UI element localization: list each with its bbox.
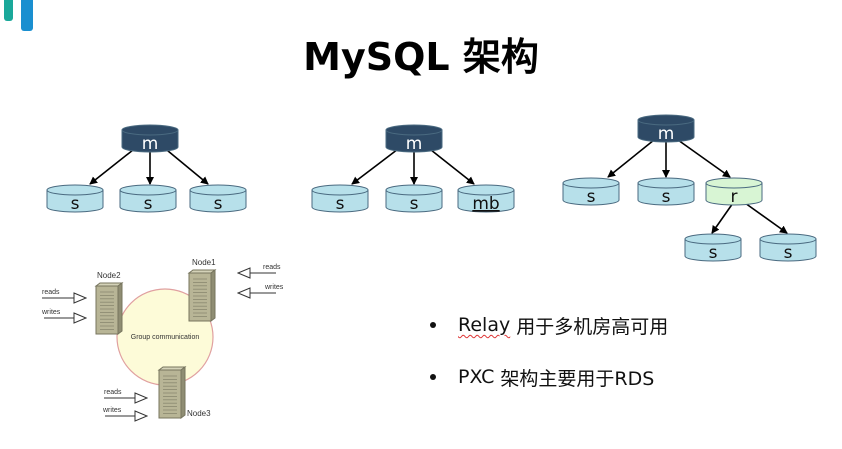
master-node-label: m [406, 134, 423, 154]
slave-node-label: s [144, 194, 153, 214]
replication-arrow [161, 145, 209, 185]
bullet-text: 架构主要用于RDS [494, 367, 655, 390]
master-node: m [385, 124, 443, 154]
relay-node: r [705, 177, 763, 207]
replication-arrow [744, 202, 788, 234]
master-node: m [637, 114, 695, 144]
writes-label: writes [264, 284, 284, 291]
slave-node-label: s [784, 243, 793, 263]
slave-node: s [46, 184, 104, 214]
slave-node: s [637, 177, 695, 207]
bullet-list: Relay 用于多机房高可用 PXC 架构主要用于RDS [430, 312, 668, 416]
server-icon [94, 282, 124, 335]
slave-node-label: s [336, 194, 345, 214]
slave-node-label: s [410, 194, 419, 214]
writes-label: writes [41, 309, 61, 316]
master-node-label: m [142, 134, 159, 154]
node3-label: Node3 [187, 409, 211, 418]
bullet-prefix: PXC [458, 366, 495, 388]
slave-node: s [311, 184, 369, 214]
slave-node-label: s [709, 243, 718, 263]
node1-label: Node1 [192, 258, 216, 267]
slave-node: s [684, 233, 742, 263]
master-node-label: m [658, 124, 675, 144]
slave-node-label: s [71, 194, 80, 214]
replication-arrow [607, 139, 655, 178]
slave-node-label: s [587, 187, 596, 207]
reads-label: reads [263, 264, 281, 271]
bullet-dot [430, 374, 436, 380]
bullet-text: 用于多机房高可用 [510, 315, 669, 338]
slave-node-label: s [662, 187, 671, 207]
master-node: m [121, 124, 179, 154]
slave-node: s [385, 184, 443, 214]
server-icon [187, 269, 217, 322]
bullet-item: Relay 用于多机房高可用 [430, 312, 668, 338]
bullet-prefix: Relay [458, 314, 511, 336]
node2-label: Node2 [97, 271, 121, 280]
group-replication-diagram: Group communication Node2 Node1 Node3 re… [41, 258, 284, 418]
reads-label: reads [42, 289, 60, 296]
bullet-item: PXC 架构主要用于RDS [430, 364, 668, 390]
reads-label: reads [104, 389, 122, 396]
replication-arrow [351, 145, 403, 185]
slave-node: s [119, 184, 177, 214]
page-title: MySQL 架构 [303, 35, 539, 79]
slave-node: s [189, 184, 247, 214]
replication-arrow [711, 202, 734, 234]
replication-arrow [677, 139, 731, 178]
logo-bar-green [4, 0, 13, 21]
bullet-dot [430, 322, 436, 328]
replication-arrow [89, 145, 139, 185]
slave-node: s [562, 177, 620, 207]
relay-node-label: r [731, 187, 738, 207]
slave-node: s [759, 233, 817, 263]
logo-bar-blue [21, 0, 33, 31]
writes-label: writes [102, 407, 122, 414]
replication-arrow [425, 145, 475, 185]
slave-node-label: s [214, 194, 223, 214]
group-communication-label: Group communication [131, 334, 200, 341]
slave-node: mb [457, 184, 515, 214]
server-icon [157, 366, 187, 419]
slave-node-label: mb [472, 194, 499, 214]
